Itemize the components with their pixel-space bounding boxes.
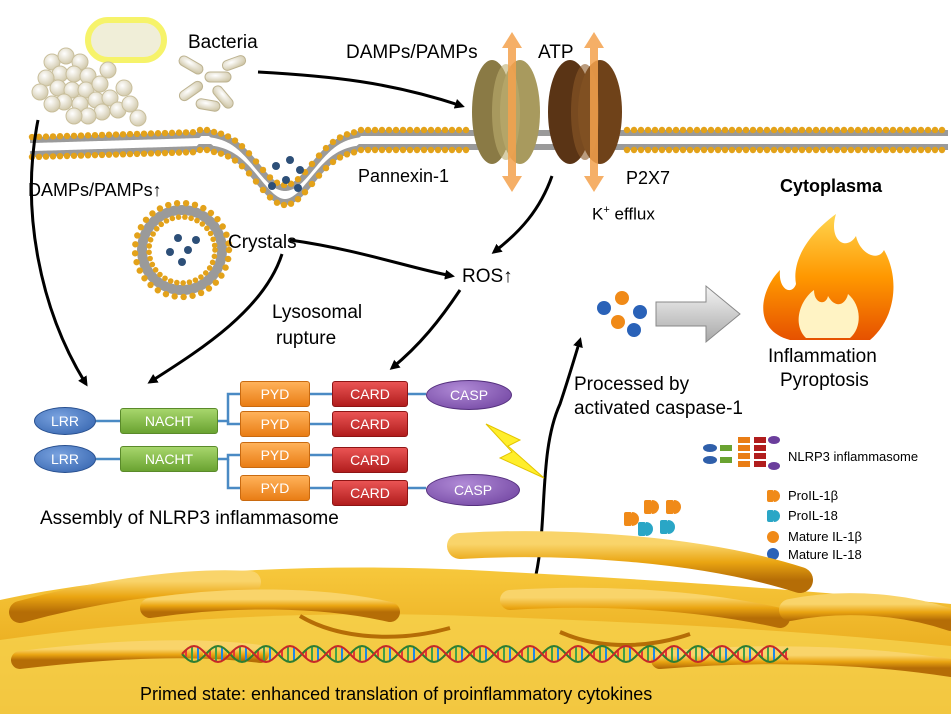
endoplasmic-reticulum bbox=[0, 531, 951, 714]
damps-pamps-left-label: DAMPs/PAMPs↑ bbox=[28, 180, 162, 200]
ros-label: ROS↑ bbox=[462, 266, 513, 287]
legend-mature-il18-icon bbox=[767, 548, 779, 560]
cytoplasma-label: Cytoplasma bbox=[780, 176, 883, 196]
legend-nlrp3-icon bbox=[703, 436, 780, 470]
casp-domain-1: CASP bbox=[426, 380, 512, 410]
primed-state-label: Primed state: enhanced translation of pr… bbox=[140, 684, 653, 704]
legend-mature-il1b-icon bbox=[767, 531, 779, 543]
signal-arrows bbox=[29, 70, 583, 634]
mature-cytokines-cluster bbox=[597, 291, 647, 337]
legend-mature-il18-label: Mature IL-18 bbox=[788, 547, 862, 562]
k-efflux-rest: efflux bbox=[609, 204, 655, 224]
k-efflux-k: K bbox=[592, 204, 604, 224]
legend-nlrp3-label: NLRP3 inflammasome bbox=[788, 449, 919, 464]
legend-pro-il1b-label: ProIL-1β bbox=[788, 488, 839, 503]
lrr-domain-2: LRR bbox=[34, 445, 96, 473]
card-domain-1: CARD bbox=[332, 381, 408, 407]
pyroptosis-label: Pyroptosis bbox=[780, 370, 869, 391]
outcome-arrow-icon bbox=[655, 284, 741, 344]
legend-pro-il1b-icon bbox=[767, 490, 780, 502]
lrr-domain-1: LRR bbox=[34, 407, 96, 435]
damps-pamps-top-label: DAMPs/PAMPs bbox=[346, 42, 478, 63]
card-domain-4: CARD bbox=[332, 480, 408, 506]
legend-pro-il18-label: ProIL-18 bbox=[788, 508, 838, 523]
pyd-domain-1: PYD bbox=[240, 381, 310, 407]
nacht-domain-1: NACHT bbox=[120, 408, 218, 434]
lysosomal-label-1: Lysosomal bbox=[272, 302, 363, 323]
processed-label-1: Processed by bbox=[574, 374, 690, 395]
crystals-label: Crystals bbox=[228, 232, 297, 253]
processed-label-2: activated caspase-1 bbox=[574, 398, 743, 419]
pyd-domain-2: PYD bbox=[240, 411, 310, 437]
p2x7-channel bbox=[548, 60, 622, 164]
legend-pro-il18-icon bbox=[767, 510, 780, 522]
lysosomal-label-2: rupture bbox=[276, 328, 337, 349]
lysosome-vesicle bbox=[131, 199, 233, 301]
casp-domain-2: CASP bbox=[426, 474, 520, 506]
inflammation-label: Inflammation bbox=[768, 346, 877, 367]
lightning-bolt-icon bbox=[485, 423, 545, 479]
k-efflux-label: K+ efflux bbox=[592, 204, 655, 225]
card-domain-3: CARD bbox=[332, 447, 408, 473]
inflammasome-links bbox=[96, 392, 426, 490]
crystals-particles bbox=[166, 156, 304, 266]
bacteria-cluster bbox=[31, 17, 247, 127]
pyd-domain-3: PYD bbox=[240, 442, 310, 468]
assembly-label: Assembly of NLRP3 inflammasome bbox=[40, 508, 339, 529]
flux-arrows bbox=[502, 32, 604, 192]
pannexin-1-label: Pannexin-1 bbox=[358, 166, 450, 186]
pyd-domain-4: PYD bbox=[240, 475, 310, 501]
card-domain-2: CARD bbox=[332, 411, 408, 437]
legend-mature-il1b-label: Mature IL-1β bbox=[788, 529, 862, 544]
k-efflux-sup: + bbox=[603, 204, 610, 216]
bacteria-label: Bacteria bbox=[188, 32, 258, 53]
dna-helix bbox=[181, 644, 789, 664]
nacht-domain-2: NACHT bbox=[120, 446, 218, 472]
cell-membrane bbox=[28, 126, 948, 209]
atp-label: ATP bbox=[538, 42, 574, 63]
pannexin-1-channel bbox=[472, 60, 540, 164]
p2x7-label: P2X7 bbox=[626, 168, 671, 188]
flame-icon bbox=[763, 214, 894, 340]
